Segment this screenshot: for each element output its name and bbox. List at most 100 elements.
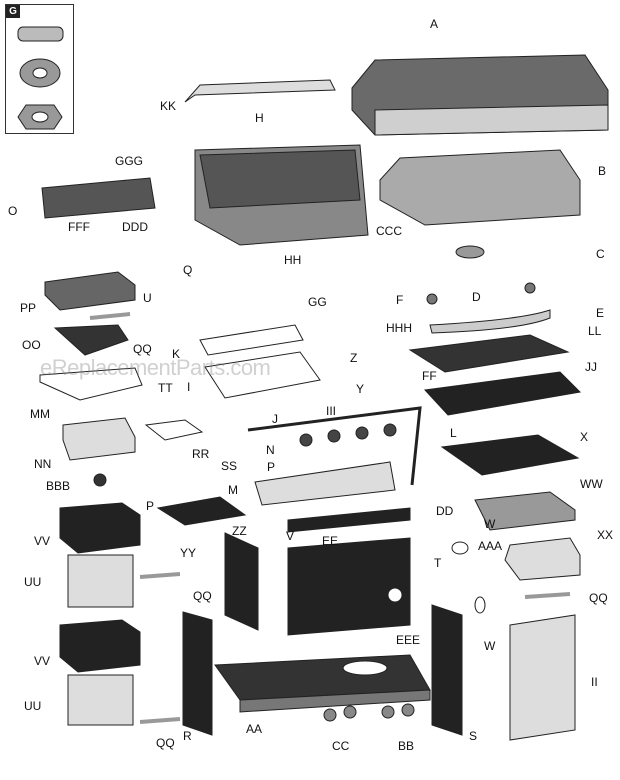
- callout-label: F: [396, 293, 404, 307]
- part-tt: [144, 419, 204, 441]
- part-m: [254, 461, 396, 506]
- callout-label: RR: [192, 447, 210, 461]
- callout-label: QQ: [589, 591, 608, 605]
- callout-label: OO: [22, 338, 41, 352]
- callout-label: III: [326, 404, 337, 418]
- callout-label: P: [146, 499, 155, 513]
- callout-label: KK: [160, 99, 177, 113]
- knob: [327, 429, 341, 443]
- part-mm: [39, 367, 143, 401]
- callout-label: UU: [24, 699, 42, 713]
- handle-qq: [89, 312, 131, 320]
- callout-label: Y: [356, 382, 365, 396]
- callout-label: BB: [398, 739, 415, 753]
- part-k: [199, 324, 304, 356]
- knob: [383, 423, 397, 437]
- callout-label: E: [596, 306, 605, 320]
- callout-label: V: [286, 529, 295, 543]
- callout-label: QQ: [133, 342, 152, 356]
- part-o: [41, 177, 156, 219]
- part-vv-lower: [59, 619, 141, 673]
- part-d-left: [426, 293, 438, 305]
- handle-qq: [139, 717, 181, 724]
- callout-label: X: [580, 430, 589, 444]
- callout-label: GG: [308, 295, 327, 309]
- callout-label: S: [469, 729, 478, 743]
- callout-label: MM: [30, 407, 50, 421]
- part-oo: [53, 324, 129, 356]
- callout-label: Z: [350, 351, 358, 365]
- callout-label: GGG: [115, 154, 144, 168]
- handle-qq: [139, 572, 181, 579]
- callout-label: J: [272, 412, 278, 426]
- callout-label: I: [187, 380, 191, 394]
- callout-label: XX: [597, 528, 614, 542]
- part-x: [440, 434, 580, 476]
- caster-bb: [401, 703, 415, 717]
- callout-label: P: [267, 460, 276, 474]
- part-ii: [509, 614, 576, 741]
- callout-label: C: [596, 247, 605, 261]
- callout-label: SS: [221, 459, 238, 473]
- caster-bb: [381, 705, 395, 719]
- part-manifold-l: [247, 406, 422, 486]
- callout-label: DDD: [122, 220, 148, 234]
- callout-label: W: [484, 639, 496, 653]
- callout-label: HH: [284, 253, 302, 267]
- part-burners-i: [204, 351, 321, 399]
- caster-cc: [343, 705, 357, 719]
- part-kk: [184, 79, 336, 103]
- callout-label: U: [143, 291, 152, 305]
- handle-qq: [524, 592, 571, 599]
- callout-label: WW: [580, 477, 603, 491]
- callout-label: M: [228, 483, 238, 497]
- callout-label: EE: [322, 534, 339, 548]
- callout-label: T: [434, 556, 442, 570]
- callout-label: BBB: [46, 479, 71, 493]
- part-pp: [44, 271, 136, 311]
- callout-label: N: [266, 443, 275, 457]
- callout-label: K: [172, 347, 181, 361]
- part-xx: [504, 537, 581, 581]
- part-zz: [156, 496, 247, 526]
- callout-label: UU: [24, 575, 42, 589]
- callout-label: LL: [588, 324, 602, 338]
- callout-label: II: [591, 675, 598, 689]
- part-bbb: [93, 473, 107, 487]
- part-grates-ll: [408, 334, 570, 373]
- watermark: eReplacementParts.com: [40, 355, 271, 380]
- callout-label: B: [598, 164, 607, 178]
- part-e: [429, 309, 551, 334]
- part-s: [431, 604, 463, 736]
- callout-label: VV: [34, 534, 51, 548]
- inset-drawing: [17, 26, 64, 130]
- caster-cc: [323, 708, 337, 722]
- callout-label: QQ: [193, 589, 212, 603]
- part-w-upper: [451, 541, 469, 555]
- callout-label: CC: [332, 739, 350, 753]
- callout-label: QQ: [156, 736, 175, 750]
- inset-tag: G: [6, 5, 20, 18]
- part-vv-upper: [59, 502, 141, 554]
- part-yy: [224, 532, 259, 631]
- knob: [299, 433, 313, 447]
- part-r: [182, 611, 213, 736]
- part-nn: [62, 417, 136, 461]
- callout-label: NN: [34, 457, 52, 471]
- callout-label: H: [255, 111, 264, 125]
- inset-part-g: G: [5, 4, 74, 134]
- part-v-back-panel: [287, 537, 411, 636]
- callout-label: D: [472, 290, 481, 304]
- callout-label: AA: [246, 722, 263, 736]
- part-uu-lower: [67, 674, 134, 726]
- callout-label: L: [450, 426, 457, 440]
- callout-label: O: [8, 204, 18, 218]
- callout-label: FFF: [68, 220, 90, 234]
- callout-label: HHH: [386, 321, 412, 335]
- knob: [355, 426, 369, 440]
- callout-label: AAA: [478, 539, 503, 553]
- callout-label: YY: [180, 546, 197, 560]
- callout-label: R: [183, 729, 192, 743]
